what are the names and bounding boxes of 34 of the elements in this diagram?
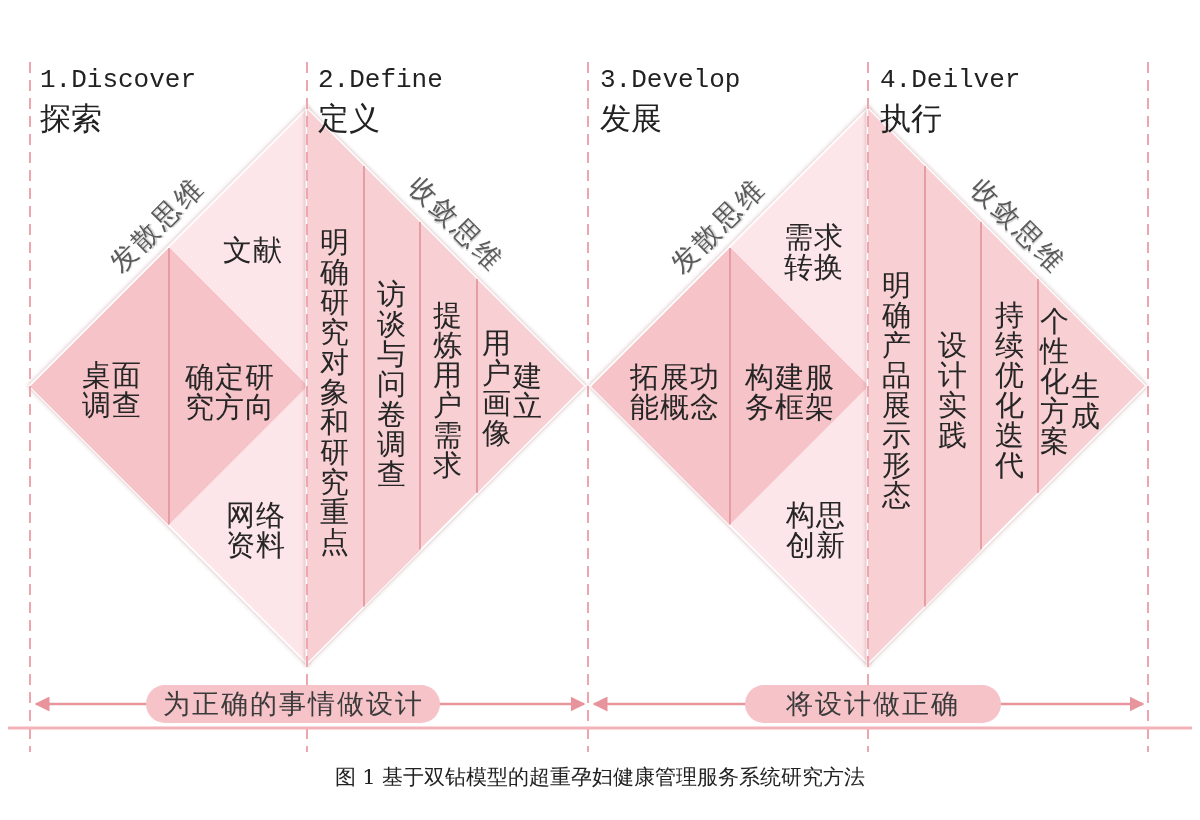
step-label: 访谈与问卷调查 xyxy=(376,279,408,489)
thinking-mode-label: 发散思维 xyxy=(664,172,772,280)
phase-name: 探索 xyxy=(40,101,102,135)
phase-name: 执行 xyxy=(880,101,942,135)
phase-name: 定义 xyxy=(318,101,380,135)
step-label: 建立用户画像 xyxy=(481,327,543,449)
goal-pill xyxy=(146,685,440,723)
goal-text: 为正确的事情做设计 xyxy=(162,688,424,720)
phase-title: 1.Discover xyxy=(40,66,197,94)
phase-name: 发展 xyxy=(600,101,662,135)
step-label: 桌面调查 xyxy=(81,360,143,420)
thinking-mode-label: 发散思维 xyxy=(103,171,211,279)
triangle-section xyxy=(1038,279,1145,493)
step-label: 构思创新 xyxy=(785,500,847,560)
thinking-mode-label: 收敛思维 xyxy=(964,172,1072,280)
step-label: 提炼用户需求 xyxy=(433,300,464,480)
step-label: 拓展功能概念 xyxy=(629,362,721,422)
step-label: 文献 xyxy=(222,235,284,265)
phase-title: 4.Deilver xyxy=(880,66,1021,94)
goal-text: 将设计做正确 xyxy=(786,688,960,720)
thinking-mode-label: 收敛思维 xyxy=(402,170,510,278)
step-label: 网络资料 xyxy=(225,500,287,560)
step-label: 构建服务框架 xyxy=(744,362,836,422)
phase-title: 3.Develop xyxy=(600,66,741,94)
step-label: 明确研究对象和研究重点 xyxy=(319,227,351,557)
triangle-section xyxy=(477,279,584,493)
step-label: 明确产品展示形态 xyxy=(881,270,913,510)
step-label: 设计实践 xyxy=(937,330,969,450)
step-label: 确定研究方向 xyxy=(184,362,276,422)
step-label: 持续优化迭代 xyxy=(994,300,1026,480)
goal-pill xyxy=(745,685,1001,723)
phase-title: 2.Define xyxy=(318,66,443,94)
figure-caption: 图 1 基于双钻模型的超重孕妇健康管理服务系统研究方法 xyxy=(333,764,867,791)
step-label: 需求转换 xyxy=(783,222,845,282)
